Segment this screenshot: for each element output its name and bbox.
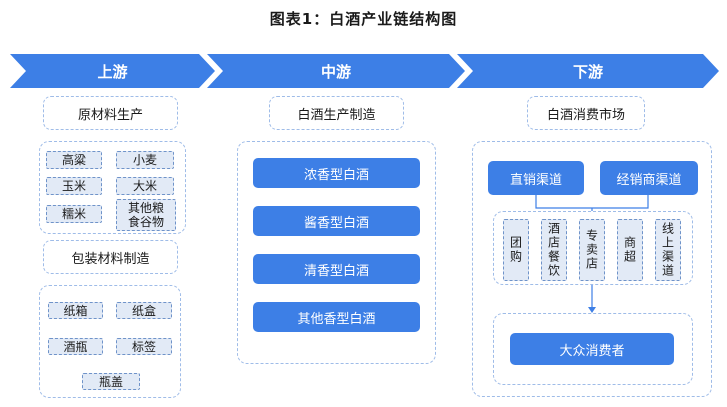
raw-material-item: 玉米 (46, 177, 102, 195)
diagram-title: 图表1：白酒产业链结构图 (269, 10, 458, 28)
direct-channel: 直销渠道 (488, 161, 584, 195)
packaging-item: 瓶盖 (82, 373, 140, 390)
raw-material-item: 大米 (116, 177, 174, 195)
stage-arrow-upstream: 上游 (10, 54, 215, 88)
packaging-item: 纸箱 (48, 302, 103, 319)
stage-arrow-midstream: 中游 (207, 54, 465, 88)
packaging-item: 纸盒 (116, 302, 172, 319)
production-label: 白酒生产制造 (269, 96, 404, 130)
raw-material-item: 小麦 (116, 151, 174, 169)
raw-materials-label: 原材料生产 (43, 96, 178, 130)
liquor-type-item: 其他香型白酒 (253, 302, 420, 332)
stage-arrow-downstream: 下游 (457, 54, 719, 88)
outlet-item: 商超 (617, 219, 643, 281)
raw-material-item: 高粱 (46, 151, 102, 169)
outlet-item: 酒店餐饮 (541, 219, 567, 281)
channel-merge-line (535, 195, 649, 209)
mass-consumers: 大众消费者 (510, 333, 674, 365)
liquor-type-item: 酱香型白酒 (253, 206, 420, 236)
arrowhead-icon (588, 307, 596, 313)
raw-material-item: 糯米 (46, 205, 102, 223)
liquor-type-item: 浓香型白酒 (253, 158, 420, 188)
outlet-item: 线上渠道 (655, 219, 681, 281)
liquor-type-item: 清香型白酒 (253, 254, 420, 284)
outlet-item: 专卖店 (579, 219, 605, 281)
outlet-item: 团购 (503, 219, 529, 281)
packaging-label: 包装材料制造 (43, 240, 178, 274)
raw-material-item: 其他粮食谷物 (116, 199, 176, 231)
packaging-item: 标签 (116, 338, 172, 355)
packaging-item: 酒瓶 (48, 338, 103, 355)
consumer-market-label: 白酒消费市场 (527, 96, 645, 130)
dealer-channel: 经销商渠道 (600, 161, 698, 195)
